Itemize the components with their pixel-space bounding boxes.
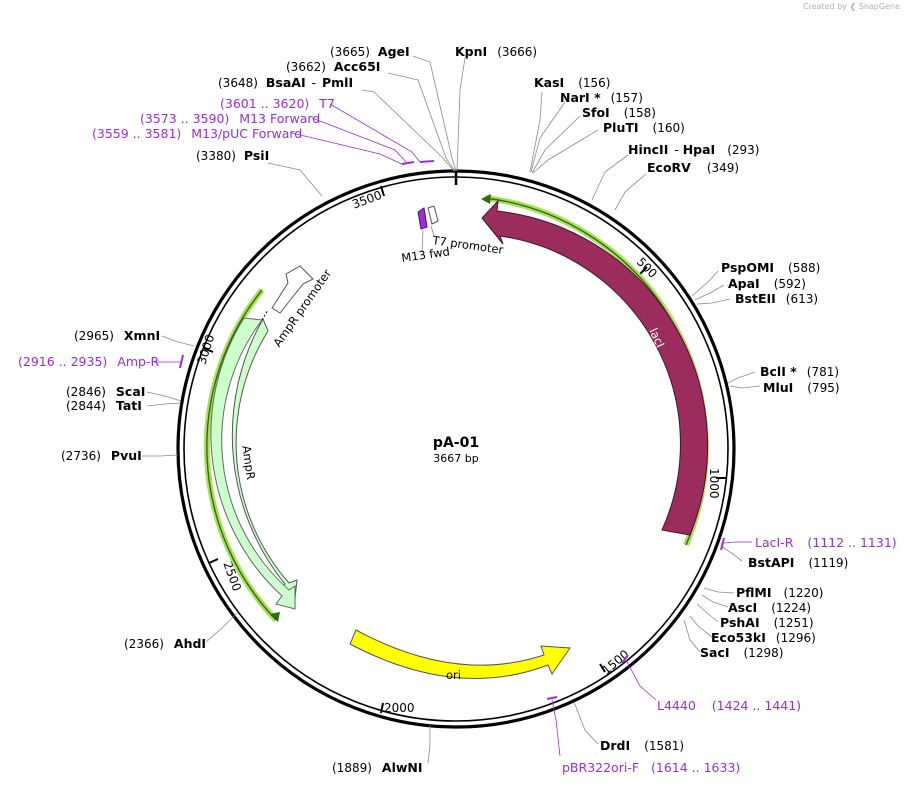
site-leaders: [142, 55, 761, 764]
site-ecorv: EcoRV(349): [647, 160, 739, 175]
plasmid-length: 3667 bp: [433, 452, 478, 465]
site-xmni: (2965)XmnI: [74, 328, 160, 343]
primer-m13-forward: (3573 .. 3590)M13 Forward: [140, 111, 320, 126]
tick-1000: 1000: [707, 468, 721, 499]
site-apai: ApaI(592): [728, 276, 806, 291]
ampr-orf-arrowhead: [270, 612, 280, 622]
site-acc65i: (3662)Acc65I: [286, 59, 380, 74]
snapgene-logo: ❮: [849, 2, 857, 11]
primer-pbr322ori-f: pBR322ori-F(1614 .. 1633): [562, 760, 740, 775]
site-eco53ki: Eco53kI(1296): [711, 630, 816, 645]
laci-feature: [481, 199, 709, 536]
tick-3000: 3000: [195, 333, 218, 366]
laci-orf-arrowhead: [481, 194, 491, 204]
site-saci: SacI(1298): [700, 645, 783, 660]
ampr-promoter-join: [261, 309, 269, 321]
site-hincii-hpai: HincII-HpaI(293): [628, 142, 759, 157]
ori-label: ori: [446, 668, 461, 682]
site-sfoi: SfoI(158): [582, 105, 656, 120]
tick-marks: [202, 185, 726, 714]
site-mlui: MluI(795): [763, 380, 840, 395]
site-bsaai-pmli: (3648)BsaAI-PmlI: [218, 75, 353, 90]
site-bsteii: BstEII(613): [735, 291, 818, 306]
ampr-orf-line: [206, 289, 277, 621]
ampr-label: AmpR: [239, 445, 258, 481]
site-pflmi: PflMI(1220): [736, 585, 823, 600]
m13-fwd-label: M13 fwd: [400, 244, 450, 265]
site-asci: AscI(1224): [728, 600, 811, 615]
m13-fwd-feature: [417, 207, 428, 230]
primer-marks: [154, 103, 752, 757]
site-psti: (3380)PsiI: [196, 148, 269, 163]
site-pshai: PshAI(1251): [720, 615, 814, 630]
ampr-promoter-feature: [271, 265, 314, 314]
credit-brand: SnapGene: [858, 2, 900, 11]
primer-m13-puc-forward: (3559 .. 3581)M13/pUC Forward: [92, 126, 302, 141]
site-bstapi: BstAPI(1119): [748, 555, 848, 570]
site-pvui: (2736)PvuI: [61, 448, 142, 463]
site-ahdi: (2366)AhdI: [124, 636, 206, 651]
plasmid-name: pA-01: [433, 435, 479, 451]
site-bcli: BclI *(781): [760, 364, 839, 379]
tick-2000: 2000: [384, 701, 415, 715]
site-agei: (3665)AgeI: [330, 44, 410, 59]
created-by-credit: Created by ❮ SnapGene: [803, 2, 900, 11]
primer-laci-r: LacI-R(1112 .. 1131): [755, 535, 897, 550]
t7-promoter-feature: [427, 205, 439, 225]
site-kasi: KasI(156): [534, 75, 611, 90]
site-nari: NarI *(157): [560, 90, 643, 105]
credit-text: Created by: [802, 2, 847, 11]
ampr-body: [210, 317, 296, 610]
site-alwni: (1889)AlwNI: [332, 760, 423, 775]
m13-fwd-leader: [421, 229, 424, 253]
site-pluti: PluTI(160): [603, 120, 685, 135]
t7-promoter-leader: [430, 225, 435, 237]
site-tati: (2844)TatI: [66, 398, 142, 413]
primer-l4440: L4440(1424 .. 1441): [657, 698, 801, 713]
site-kpni: KpnI(3666): [455, 44, 537, 59]
site-pspomi: PspOMI(588): [721, 260, 820, 275]
primer-t7: (3601 .. 3620)T7: [220, 96, 335, 111]
site-scai: (2846)ScaI: [66, 384, 145, 399]
ori-feature: [349, 629, 571, 679]
site-drdi: DrdI(1581): [600, 738, 684, 753]
primer-amp-r: (2916 .. 2935)Amp-R: [18, 354, 159, 369]
